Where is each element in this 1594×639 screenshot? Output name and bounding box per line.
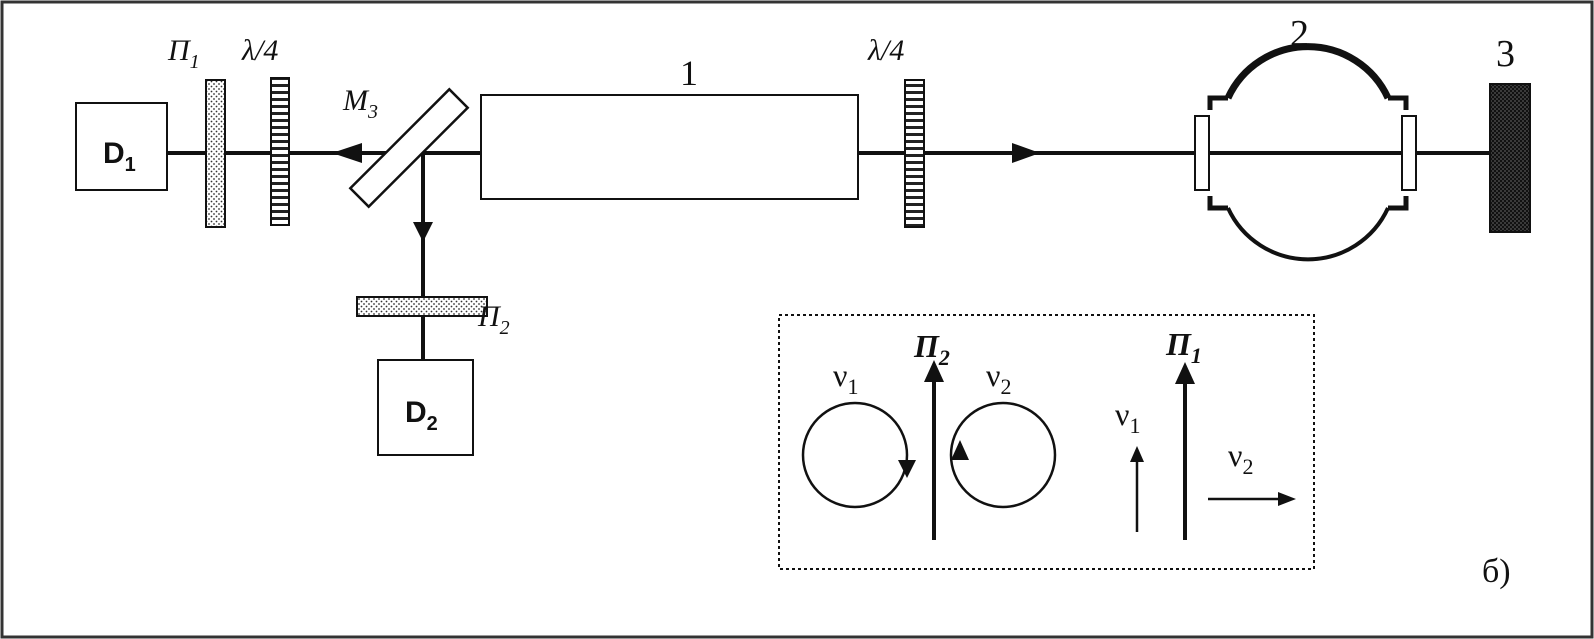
- laser-tube: [480, 94, 859, 200]
- gas-cell: [1194, 43, 1417, 262]
- mirror-m3-label: M3: [342, 84, 378, 123]
- inset-circle-nu2-arrow: [951, 440, 969, 460]
- quarter-wave-left-label: λ/4: [241, 34, 278, 67]
- inset-pi1-label: П1: [1165, 326, 1202, 368]
- polarizer-p2-label: П2: [477, 300, 510, 339]
- polarizer-p1: [205, 79, 226, 228]
- svg-text:D2: D2: [405, 396, 438, 435]
- quarter-wave-plate-right: [904, 79, 925, 228]
- laser-tube-label: 1: [680, 53, 698, 93]
- end-mirror-label: 3: [1496, 33, 1515, 75]
- quarter-wave-plate-left: [270, 77, 290, 226]
- end-mirror: [1489, 83, 1531, 233]
- inset-box: [778, 314, 1315, 570]
- mirror-m3: [348, 87, 470, 209]
- inset-pi2-arrowhead: [924, 360, 944, 382]
- inset-nu2-left-label: ν2: [986, 357, 1011, 399]
- detector-d1-label: D: [103, 137, 125, 170]
- inset-nu2-vector-arrowhead: [1278, 492, 1296, 506]
- beam-arrow-left: [332, 143, 362, 163]
- inset-circle-nu2: [949, 401, 1057, 509]
- inset-circle-nu1: [801, 401, 909, 509]
- inset-circle-nu1-arrow: [898, 460, 916, 478]
- svg-text:D1: D1: [103, 137, 136, 176]
- inset-pi2-label: П2: [913, 328, 950, 370]
- beam-arrow-down: [413, 222, 433, 242]
- inset-pi1-arrowhead: [1175, 362, 1195, 384]
- gas-cell-label: 2: [1290, 13, 1309, 55]
- detector-d1-sub: 1: [125, 154, 136, 176]
- beam-arrow-right: [1012, 143, 1040, 163]
- quarter-wave-right-label: λ/4: [867, 34, 904, 67]
- polarizer-p2: [356, 296, 488, 317]
- polarizer-p1-label: П1: [167, 34, 200, 73]
- inset-nu2-right-label: ν2: [1228, 437, 1253, 479]
- inset-nu1-vector-arrowhead: [1130, 446, 1144, 462]
- detector-d2-label: D: [405, 396, 427, 429]
- detector-d2-sub: 2: [427, 413, 438, 435]
- inset-nu1-left-label: ν1: [833, 357, 858, 399]
- panel-label: б): [1482, 553, 1511, 590]
- detector-d1: D1: [75, 102, 168, 191]
- inset-nu1-right-label: ν1: [1115, 396, 1140, 438]
- detector-d2: D2: [377, 359, 474, 456]
